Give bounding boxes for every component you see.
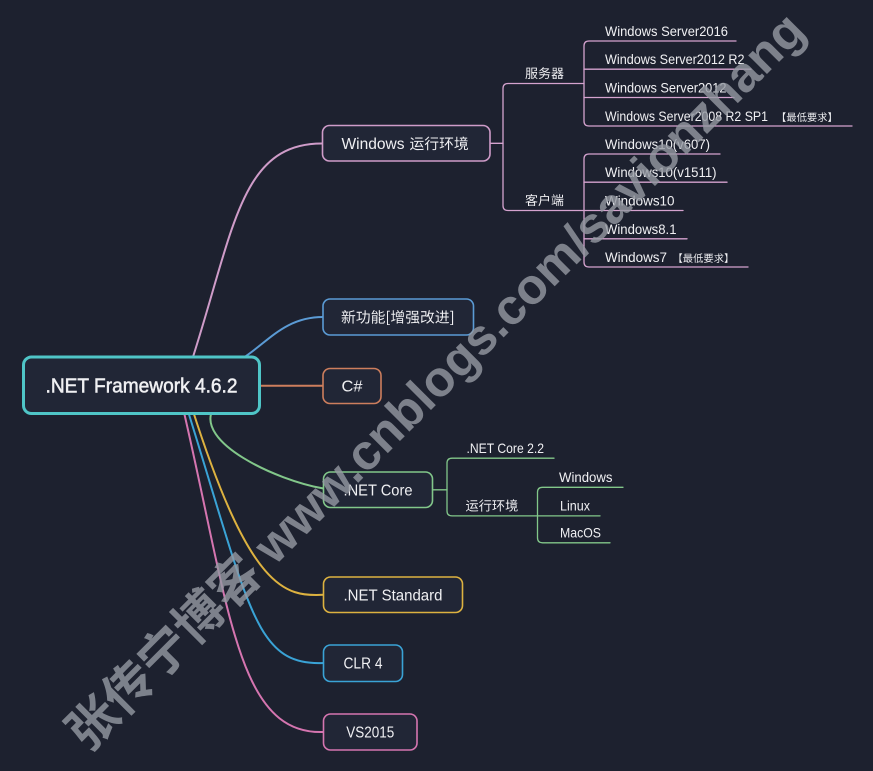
svg-text:MacOS: MacOS — [560, 525, 601, 541]
svg-text:CLR 4: CLR 4 — [344, 656, 383, 673]
svg-text:.NET Core: .NET Core — [344, 483, 413, 500]
svg-text:VS2015: VS2015 — [346, 725, 394, 742]
svg-text:C#: C# — [342, 379, 363, 396]
svg-text:Windows10(v607): Windows10(v607) — [605, 136, 710, 152]
svg-text:Windows7: Windows7 — [605, 249, 667, 265]
svg-text:Windows: Windows — [559, 469, 613, 485]
svg-text:Windows Server2012 R2: Windows Server2012 R2 — [605, 51, 745, 67]
svg-text:Linux: Linux — [560, 498, 590, 514]
svg-text:Windows8.1: Windows8.1 — [605, 221, 677, 237]
svg-text:Windows10(v1511): Windows10(v1511) — [605, 164, 717, 180]
svg-text:Windows: Windows — [342, 136, 405, 153]
svg-text:.NET Core 2.2: .NET Core 2.2 — [467, 440, 545, 456]
svg-text:.NET Framework 4.6.2: .NET Framework 4.6.2 — [46, 376, 238, 398]
svg-text:Windows Server2008 R2 SP1: Windows Server2008 R2 SP1 — [605, 108, 768, 124]
svg-text:Windows Server2016: Windows Server2016 — [605, 23, 728, 39]
svg-text:.NET Standard: .NET Standard — [344, 588, 443, 605]
svg-text:Windows10: Windows10 — [605, 193, 675, 209]
svg-text:Windows Server2012: Windows Server2012 — [605, 80, 727, 96]
